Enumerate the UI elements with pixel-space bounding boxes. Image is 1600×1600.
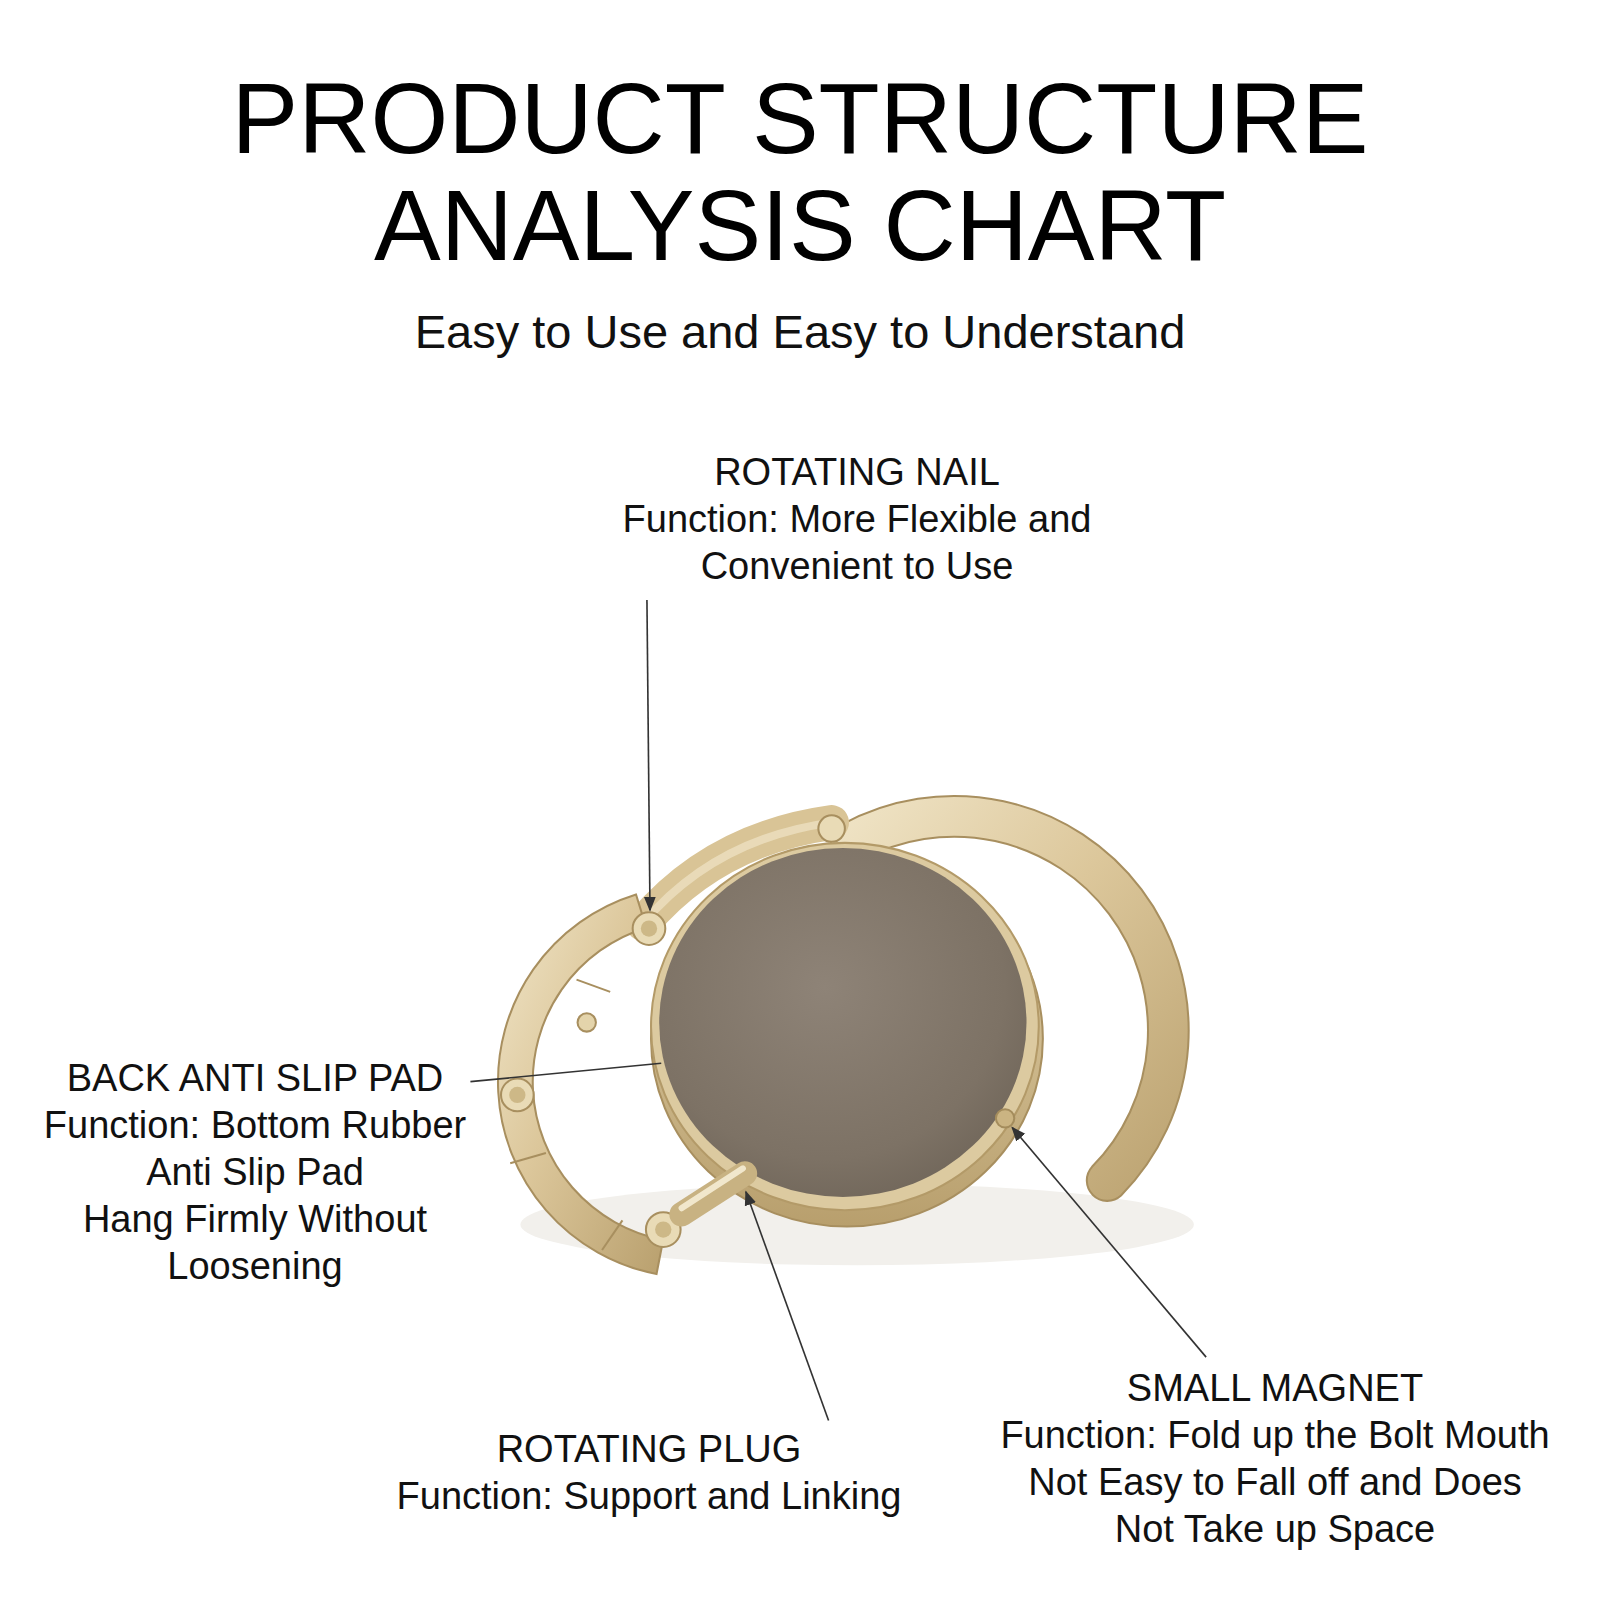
- leader-line: [470, 1063, 661, 1081]
- disk-face: [659, 848, 1026, 1197]
- leader-line: [746, 1192, 829, 1421]
- part-function: Function: Support and Linking: [369, 1473, 929, 1520]
- subtitle: Easy to Use and Easy to Understand: [250, 304, 1350, 360]
- pivot-center: [655, 1221, 671, 1237]
- pivot: [818, 815, 845, 842]
- rotating-plug: [682, 1173, 745, 1214]
- leader-line: [1012, 1128, 1206, 1358]
- disk-bezel: [651, 843, 1039, 1210]
- part-function: Hang Firmly Without Loosening: [30, 1196, 480, 1290]
- rotating-nail: [633, 912, 666, 945]
- small-magnet: [996, 1109, 1014, 1127]
- hook-links: [498, 894, 663, 1273]
- part-name: ROTATING PLUG: [369, 1426, 929, 1473]
- pivot: [578, 1013, 596, 1031]
- part-function: Function: More Flexible and Convenient t…: [597, 496, 1117, 590]
- chart-title: PRODUCT STRUCTURE ANALYSIS CHART: [100, 65, 1500, 279]
- part-function: Function: Fold up the Bolt Mouth: [975, 1412, 1575, 1459]
- part-name: ROTATING NAIL: [597, 449, 1117, 496]
- pivot-center: [509, 1087, 525, 1103]
- rotating-nail-center: [641, 920, 657, 936]
- rotating-plug-highlight: [682, 1168, 743, 1208]
- part-function: Not Easy to Fall off and Does Not Take u…: [1015, 1459, 1535, 1553]
- part-function: Function: Bottom Rubber Anti Slip Pad: [30, 1102, 480, 1196]
- part-name: SMALL MAGNET: [975, 1365, 1575, 1412]
- leader-line: [647, 600, 650, 910]
- part-name: BACK ANTI SLIP PAD: [30, 1055, 480, 1102]
- pivot: [501, 1079, 534, 1112]
- link-joint: [510, 1153, 546, 1163]
- link-joint: [577, 980, 611, 992]
- link-joint: [602, 1220, 622, 1250]
